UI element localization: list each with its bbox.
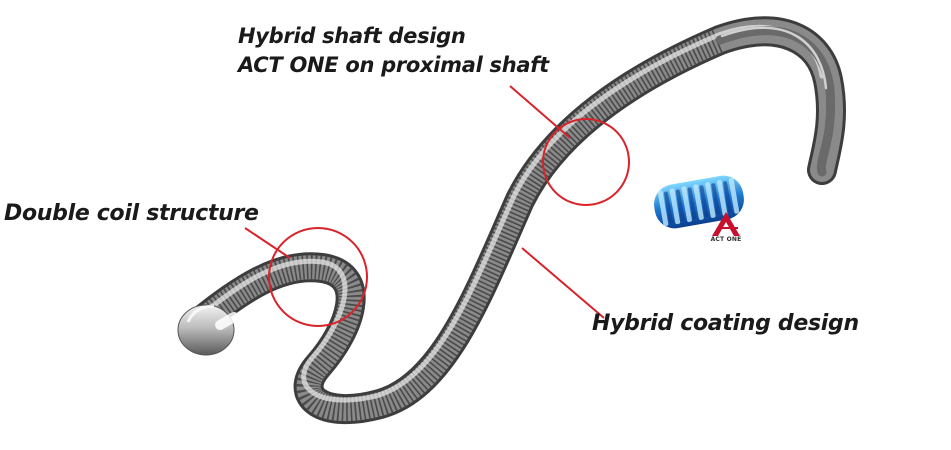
wire-highlight: [197, 24, 825, 403]
act-one-logo-mark: [712, 212, 740, 236]
callout-lines: [244, 85, 605, 319]
double-coil-label: Double coil structure: [4, 201, 259, 226]
callout-circle-double-coil: [268, 227, 368, 327]
hybrid-shaft-label: Hybrid shaft design ACT ONE on proximal …: [238, 22, 549, 80]
callout-line-double-coil: [244, 227, 291, 259]
act-one-logo-text: ACT ONE: [710, 236, 742, 243]
wire-tail: [715, 26, 836, 177]
callout-line-hybrid-coating: [521, 247, 605, 319]
callout-line-hybrid-shaft: [509, 85, 571, 139]
hybrid-coating-label: Hybrid coating design: [592, 311, 859, 336]
hybrid-shaft-line1: Hybrid shaft design: [238, 24, 466, 48]
wire-mid: [188, 19, 843, 422]
guidewire-tip: [177, 304, 239, 356]
guidewire-body: [185, 16, 846, 425]
wire-coil-ribs: [192, 28, 725, 422]
wire-tail-highlight: [720, 26, 828, 90]
callout-circle-hybrid-shaft: [542, 118, 630, 206]
act-one-coil-illustration: [654, 175, 744, 229]
hybrid-shaft-line2: ACT ONE on proximal shaft: [238, 53, 549, 77]
